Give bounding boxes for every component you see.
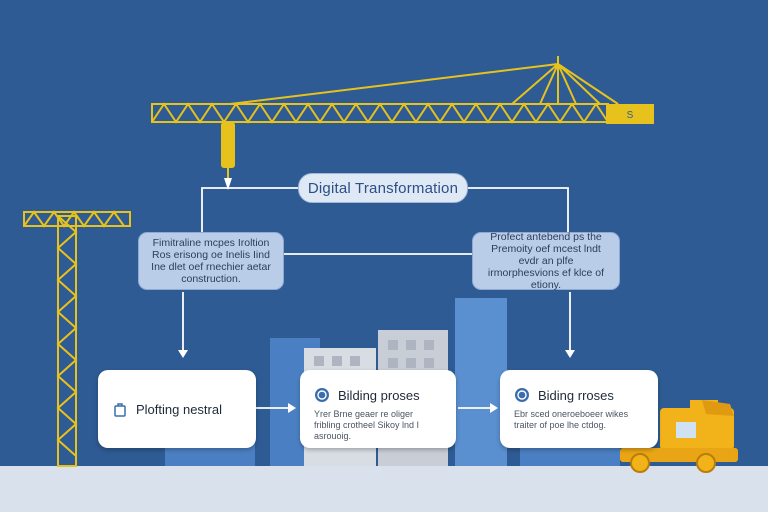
step-card-description: Yrer Brne geaer re oliger fribling croth… — [314, 409, 420, 441]
step-card-title: Plofting nestral — [136, 401, 222, 417]
step-card-title: Bilding proses — [338, 387, 420, 403]
badge-icon — [315, 388, 329, 402]
step-card-building[interactable]: Bilding proses Yrer Brne geaer re oliger… — [300, 370, 456, 448]
note-right: Profect antebend ps the Premoity oef mce… — [472, 231, 620, 291]
flow-arrowheads — [178, 350, 575, 413]
crane-hook-pointer — [224, 178, 232, 190]
bag-icon — [114, 403, 126, 417]
step-card-planning[interactable]: Plofting nestral — [98, 370, 256, 448]
diagram-title: Digital Transformation — [298, 173, 468, 203]
yellow-truck — [620, 400, 738, 473]
left-tower-crane — [23, 210, 131, 467]
badge-icon — [515, 388, 529, 402]
step-card-description: Ebr sced oneroeboeer wikes traiter of po… — [514, 409, 629, 430]
crane-hook-block — [221, 122, 235, 168]
ground-strip — [0, 466, 768, 512]
crane-counterweight — [606, 104, 654, 124]
note-left: Fimitraline mcpes Iroltion Ros erisong o… — [138, 232, 284, 290]
step-card-title: Biding rroses — [538, 387, 614, 403]
flow-connectors — [182, 187, 571, 409]
step-card-process[interactable]: Biding rroses Ebr sced oneroeboeer wikes… — [500, 370, 658, 448]
counterweight-mark: S — [627, 110, 634, 121]
